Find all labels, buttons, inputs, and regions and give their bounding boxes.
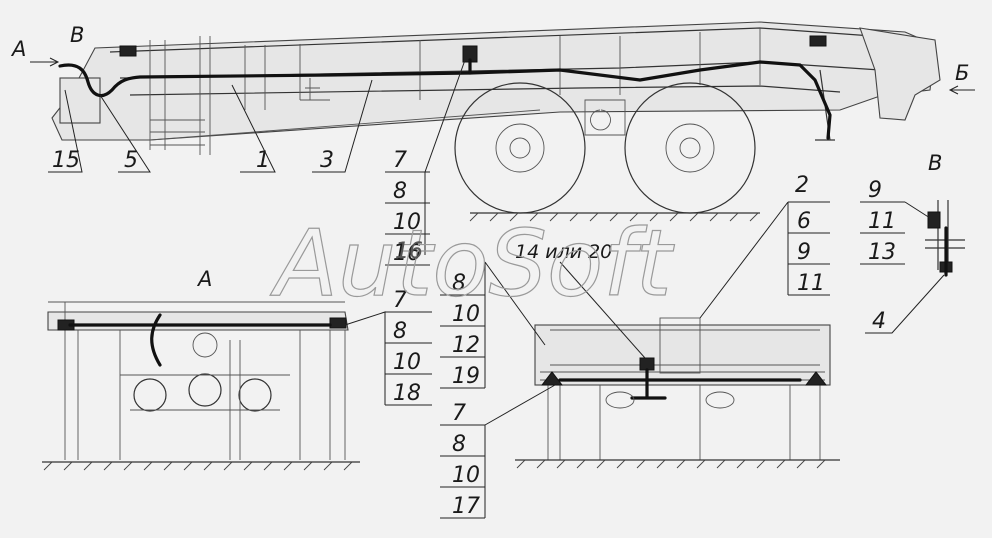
rear-harness (68, 313, 332, 367)
cross-members (149, 28, 761, 155)
detail-v-title: В (928, 151, 942, 175)
frame-lower-rail (129, 85, 841, 96)
stack-middle-item: 19 (452, 364, 480, 389)
stack-side-item: 8 (393, 179, 407, 204)
watermark: AutoSoft (270, 210, 675, 317)
callout-stack-rear: 7 8 10 18 (344, 288, 432, 406)
warning-triangle-right (804, 371, 828, 386)
stack-2-item: 9 (797, 240, 811, 265)
rear-wheel-center (188, 373, 222, 407)
view-label-a: А (10, 37, 26, 61)
warning-triangle-left (540, 371, 564, 386)
support (300, 78, 330, 101)
callout-stack-v: 9 11 13 (860, 178, 931, 265)
ground-hatch (469, 212, 759, 222)
side-view (30, 21, 975, 222)
stack-side-item: 16 (393, 241, 421, 266)
stack-bottom-item: 8 (452, 432, 466, 457)
stack-bottom-item: 17 (452, 494, 480, 519)
side-marker-lamp (809, 35, 827, 47)
arrow-a (30, 57, 60, 67)
wiring-harness (58, 60, 832, 140)
stack-rear-item: 7 (393, 288, 407, 313)
stack-middle-item: 10 (452, 302, 480, 327)
arrow-b (948, 85, 975, 95)
callout-leaders-side (48, 59, 466, 255)
rear-view-title: А (196, 267, 212, 291)
stack-side-item: 10 (393, 210, 421, 235)
detail-connector (927, 211, 941, 229)
callout-16-overlay: 16 (395, 239, 423, 264)
leader-14-20 (559, 261, 646, 359)
callout-5: 5 (124, 148, 138, 173)
callout-15: 15 (52, 148, 80, 173)
view-label-b: Б (955, 61, 969, 85)
front-socket (639, 357, 655, 371)
axle-beam (584, 99, 626, 136)
front-kingpin-plate (659, 317, 701, 374)
callout-stack-2: 2 6 9 11 (699, 173, 830, 319)
front-frame (534, 324, 831, 386)
stack-rear-item: 10 (393, 350, 421, 375)
callout-stack-bottom: 7 8 10 17 (440, 384, 556, 519)
stack-middle-item: 8 (452, 271, 466, 296)
stack-rear-item: 8 (393, 319, 407, 344)
wheel-rear-hub (665, 123, 715, 173)
rear-lamp-right (329, 317, 347, 329)
stack-v-item: 9 (868, 178, 882, 203)
front-view (515, 317, 840, 469)
rear-wheel-left (133, 378, 167, 412)
stack-2-item: 6 (797, 209, 811, 234)
detail-v (925, 200, 965, 277)
callout-2: 2 (795, 173, 809, 198)
stack-v-item: 13 (868, 240, 896, 265)
rear-frame-uprights (48, 301, 346, 460)
detail-bracket (925, 200, 965, 270)
callout-4: 4 (872, 309, 886, 334)
stack-bottom-item: 10 (452, 463, 480, 488)
stack-bottom-item: 7 (452, 401, 466, 426)
kingpin (192, 332, 218, 358)
stack-middle-item: 12 (452, 333, 480, 358)
callout-1: 1 (256, 148, 270, 173)
stack-rear-item: 18 (393, 381, 421, 406)
callout-stack-side: 7 8 10 16 (385, 148, 430, 266)
stack-v-item: 11 (868, 209, 896, 234)
stack-2-item: 11 (797, 271, 825, 296)
side-marker-lamp (119, 45, 137, 57)
rear-axle (120, 340, 290, 460)
leader-4 (865, 274, 945, 334)
callout-3: 3 (320, 148, 334, 173)
stack-side-item: 7 (393, 148, 407, 173)
rear-wheel-right (238, 378, 272, 412)
detail-marker-v: В (70, 23, 84, 47)
front-uprights (547, 329, 821, 460)
callout-stack-middle: 8 10 12 19 (440, 261, 546, 389)
frame-slope (149, 109, 541, 141)
wheel-front-hub (495, 123, 545, 173)
callout-14-or-20: 14 или 20 (515, 241, 612, 263)
semitrailer-frame (51, 21, 936, 141)
front-harness (558, 368, 802, 400)
rear-view (42, 301, 360, 471)
rear-light-unit (859, 27, 941, 121)
landing-gear (59, 77, 101, 124)
